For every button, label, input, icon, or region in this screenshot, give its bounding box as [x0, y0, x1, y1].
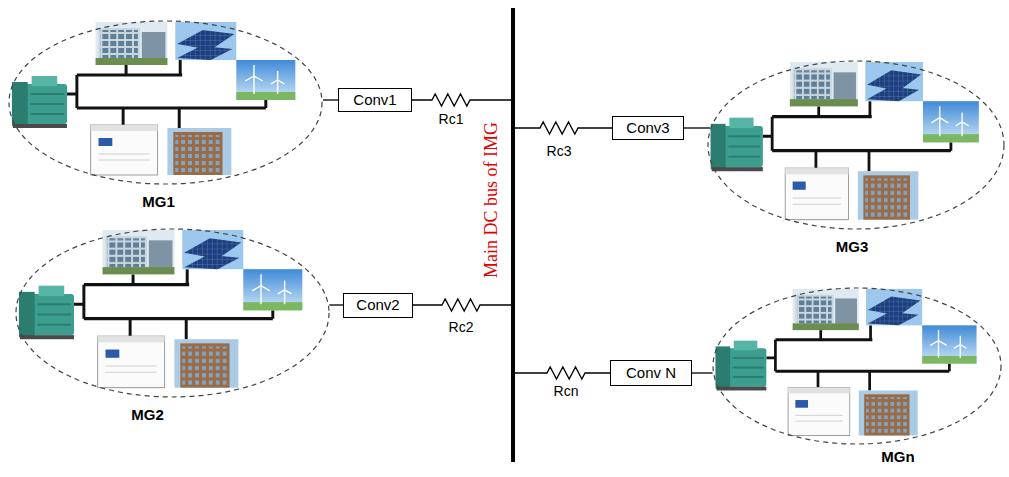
- mg-illustration: [19, 230, 302, 388]
- mg-illustration: [711, 62, 979, 220]
- microgrid-ellipse: MG3: [707, 60, 1005, 230]
- connector-line: [515, 367, 610, 379]
- converter-label: Conv3: [626, 120, 669, 137]
- converter-box: Conv N: [610, 360, 692, 386]
- microgrid-ellipse: MG1: [8, 20, 323, 185]
- converter-label: Conv N: [626, 365, 676, 382]
- dashed-ellipse: [708, 61, 1004, 229]
- converter-box: Conv3: [612, 116, 684, 140]
- converter-box: Conv1: [338, 88, 412, 112]
- microgrid-label: MG3: [836, 238, 869, 255]
- resistor-label: Rcn: [552, 383, 581, 399]
- microgrid-label: MGn: [881, 448, 914, 465]
- resistor-label: Rc1: [437, 111, 466, 127]
- dc-bus-bar: Main DC bus of IMG: [511, 8, 515, 462]
- connector-line: [684, 127, 710, 128]
- converter-box: Conv2: [343, 293, 413, 318]
- connector-line: [515, 122, 612, 134]
- mg-illustration: [716, 289, 977, 436]
- microgrid-ellipse: MGn: [712, 287, 1002, 445]
- microgrid-ellipse: MG2: [15, 228, 330, 398]
- converter-label: Conv1: [353, 92, 396, 109]
- converter-label: Conv2: [356, 297, 399, 314]
- microgrid-label: MG2: [131, 406, 164, 423]
- resistor-label: Rc3: [545, 143, 574, 159]
- microgrid-outline: [712, 287, 1002, 445]
- microgrid-outline: [15, 228, 330, 398]
- connector-line: [692, 372, 713, 373]
- connector-line: [329, 304, 343, 305]
- resistor-label: Rc2: [447, 319, 476, 335]
- microgrid-outline: [707, 60, 1005, 230]
- connector-line: [413, 299, 511, 311]
- dashed-ellipse: [16, 229, 329, 397]
- microgrid-outline: [8, 20, 323, 185]
- dashed-ellipse: [9, 21, 322, 184]
- connector-line: [412, 94, 511, 106]
- connector-line: [323, 99, 338, 100]
- bus-label: Main DC bus of IMG: [481, 122, 502, 278]
- microgrid-label: MG1: [142, 193, 175, 210]
- dashed-ellipse: [713, 288, 1001, 444]
